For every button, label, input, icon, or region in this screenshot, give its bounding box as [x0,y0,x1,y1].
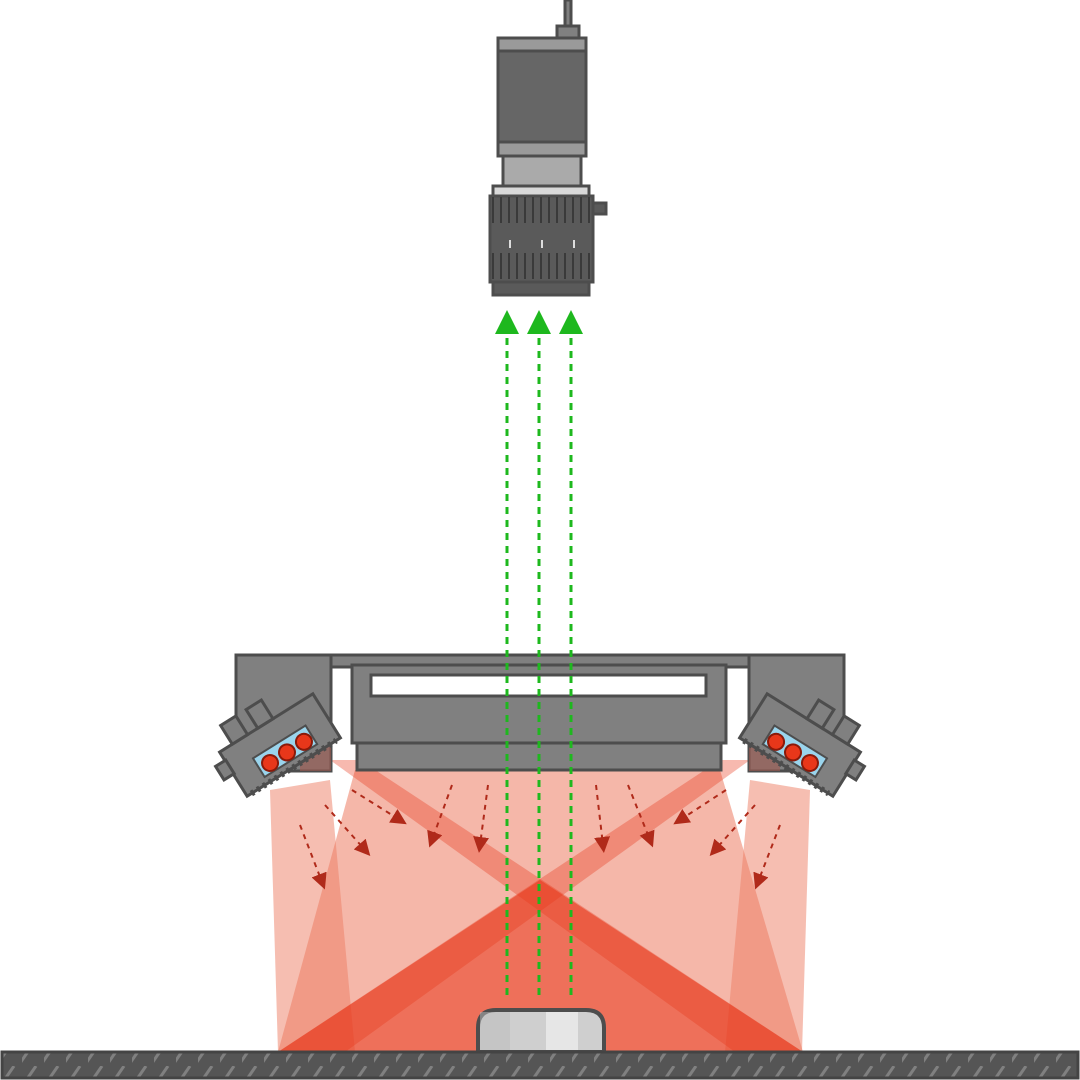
lens-front [491,280,591,297]
camera-connector [555,24,581,40]
led-icon [277,743,296,762]
lens [488,184,608,297]
conveyor-surface [0,1050,1080,1080]
camera-cable [563,0,573,30]
led-module-tab [843,757,867,783]
led-icon [784,743,803,762]
led-module-tab [213,757,237,783]
led-module-teeth [249,738,338,797]
dome-light-housing [234,653,846,773]
light-arrow [324,804,371,856]
led-module-fin [218,713,250,747]
led-icon [800,754,819,773]
light-arrow [299,824,327,890]
camera-body [496,36,588,158]
camera-top-band [496,36,588,53]
light-arrow [709,804,756,856]
camera [496,0,588,189]
led-module-teeth [742,738,831,797]
light-arrow [594,784,611,853]
led-module-fin [244,697,276,731]
led-module-right [737,691,867,799]
lens-knob [591,201,608,216]
object-shade [480,1012,510,1050]
camera-view-rays [495,310,583,995]
emitted-light-arrows [299,784,781,890]
light-arrow [473,784,489,853]
led-module-fin [804,697,836,731]
object-highlight [546,1012,578,1050]
led-module-left [213,691,343,799]
led-module-fin [830,713,862,747]
camera-bottom-band [496,140,588,158]
led-icon [294,732,313,751]
led-icon [767,732,786,751]
inspected-object [476,1008,606,1054]
light-arrow [753,824,781,890]
led-icon [261,754,280,773]
lens-mount [501,154,583,189]
